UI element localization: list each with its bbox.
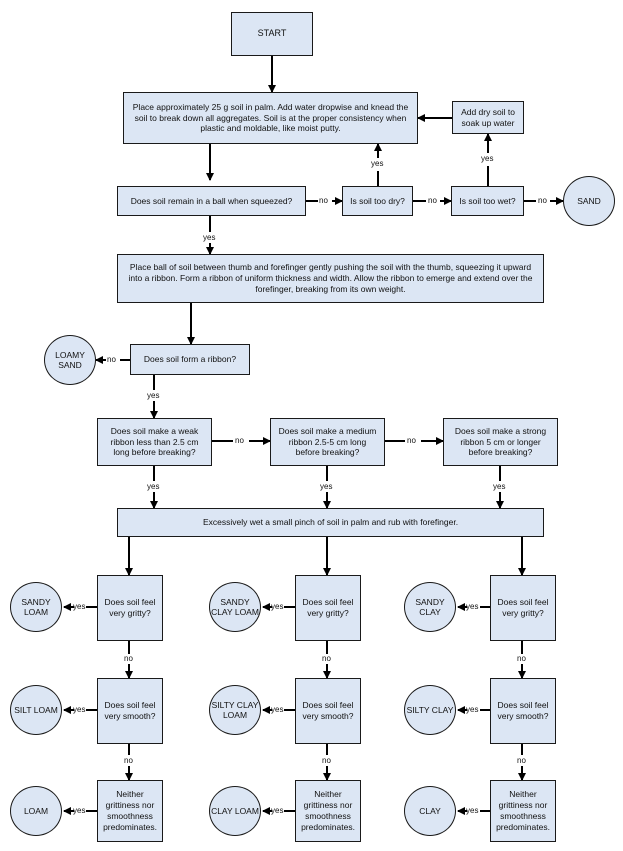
question-smooth-3: Does soil feel very smooth? [490,678,556,744]
result-sandy-loam: SANDY LOAM [10,582,62,632]
result-loam: LOAM [10,786,62,836]
label-yes-neither-3: yes [466,806,479,815]
add-dry-soil-step: Add dry soil to soak up water [452,101,524,134]
question-too-wet: Is soil too wet? [451,186,524,216]
question-too-dry: Is soil too dry? [342,186,413,216]
result-loamy-sand: LOAMY SAND [44,335,96,385]
label-yes-dry-up: yes [371,159,384,168]
label-yes-gritty-1: yes [73,602,86,611]
question-weak-ribbon: Does soil make a weak ribbon less than 2… [97,418,212,466]
label-no-dry-wet: no [428,196,437,205]
question-gritty-2: Does soil feel very gritty? [295,575,361,641]
wet-pinch-step: Excessively wet a small pinch of soil in… [117,508,544,537]
result-sandy-clay-loam: SANDY CLAY LOAM [209,582,261,632]
question-smooth-1: Does soil feel very smooth? [97,678,163,744]
start-box: START [231,12,313,56]
label-no-ball-dry: no [319,196,328,205]
question-form-ribbon: Does soil form a ribbon? [130,344,250,375]
label-yes-ball-ribbon: yes [203,233,216,242]
label-yes-smooth-3: yes [466,705,479,714]
question-gritty-3: Does soil feel very gritty? [490,575,556,641]
label-yes-gritty-3: yes [466,602,479,611]
label-no-medium-strong: no [407,436,416,445]
label-no-form-loamy: no [107,355,116,364]
label-yes-medium-wet: yes [320,482,333,491]
place-soil-step: Place approximately 25 g soil in palm. A… [123,92,418,144]
label-no-gritty-2: no [322,654,331,663]
result-clay: CLAY [404,786,456,836]
label-yes-wet-up: yes [481,154,494,163]
question-strong-ribbon: Does soil make a strong ribbon 5 cm or l… [443,418,558,466]
result-sand: SAND [563,176,615,226]
label-yes-gritty-2: yes [271,602,284,611]
result-silt-loam: SILT LOAM [10,685,62,735]
label-yes-neither-2: yes [271,806,284,815]
result-silty-clay-loam: SILTY CLAY LOAM [209,685,261,735]
question-smooth-2: Does soil feel very smooth? [295,678,361,744]
label-no-wet-sand: no [538,196,547,205]
label-no-smooth-2: no [322,756,331,765]
result-clay-loam: CLAY LOAM [209,786,261,836]
label-no-weak-medium: no [235,436,244,445]
label-no-smooth-1: no [124,756,133,765]
question-neither-1: Neither grittiness nor smoothness predom… [97,780,163,842]
result-sandy-clay: SANDY CLAY [404,582,456,632]
label-yes-form-weak: yes [147,391,160,400]
result-silty-clay: SILTY CLAY [404,685,456,735]
label-yes-strong-wet: yes [493,482,506,491]
label-yes-weak-wet: yes [147,482,160,491]
label-no-smooth-3: no [517,756,526,765]
ribbon-step: Place ball of soil between thumb and for… [117,254,544,303]
question-ball: Does soil remain in a ball when squeezed… [117,186,306,216]
label-no-gritty-1: no [124,654,133,663]
question-neither-3: Neither grittiness nor smoothness predom… [490,780,556,842]
question-gritty-1: Does soil feel very gritty? [97,575,163,641]
label-no-gritty-3: no [517,654,526,663]
question-medium-ribbon: Does soil make a medium ribbon 2.5-5 cm … [270,418,385,466]
question-neither-2: Neither grittiness nor smoothness predom… [295,780,361,842]
label-yes-smooth-1: yes [73,705,86,714]
label-yes-neither-1: yes [73,806,86,815]
label-yes-smooth-2: yes [271,705,284,714]
